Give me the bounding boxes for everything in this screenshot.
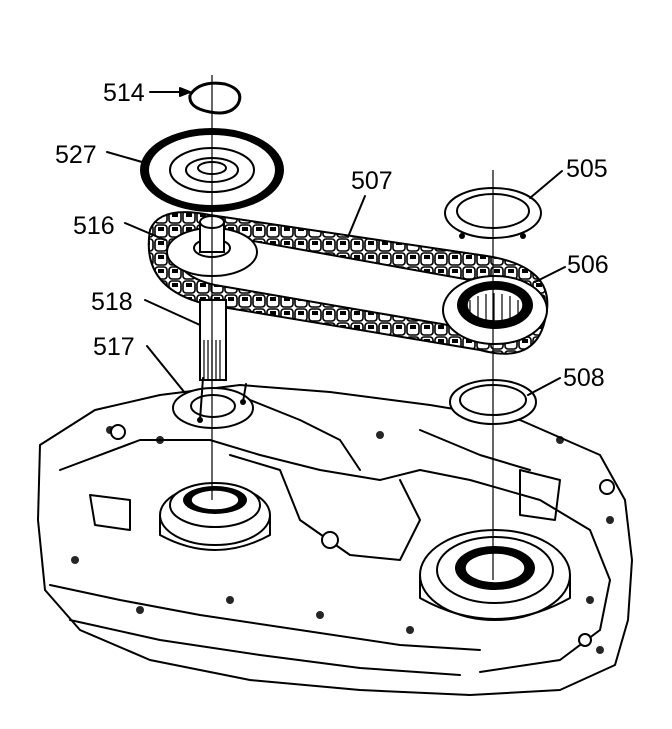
- bearing-retainer: [172, 377, 254, 429]
- snap-ring-514: [188, 81, 242, 115]
- callout-labels: 514 527 516 518 517 507 505 506 508: [55, 79, 609, 392]
- transaxle-case: [37, 384, 633, 696]
- callout-507: 507: [351, 167, 393, 195]
- callout-527: 527: [55, 141, 97, 169]
- callout-517: 517: [93, 333, 135, 361]
- callout-505: 505: [566, 155, 608, 183]
- thrust-washer-505: [444, 187, 542, 239]
- left-case-bearing: [159, 482, 271, 551]
- callout-508: 508: [563, 364, 605, 392]
- callout-516: 516: [73, 212, 115, 240]
- output-shaft: [199, 299, 227, 381]
- callout-506: 506: [567, 251, 609, 279]
- right-case-bearing: [419, 529, 571, 621]
- callout-514: 514: [103, 79, 145, 107]
- driven-sprocket: [442, 275, 548, 345]
- leader-lines: [106, 87, 566, 396]
- alignment-lines: [211, 75, 494, 580]
- callout-518: 518: [91, 288, 133, 316]
